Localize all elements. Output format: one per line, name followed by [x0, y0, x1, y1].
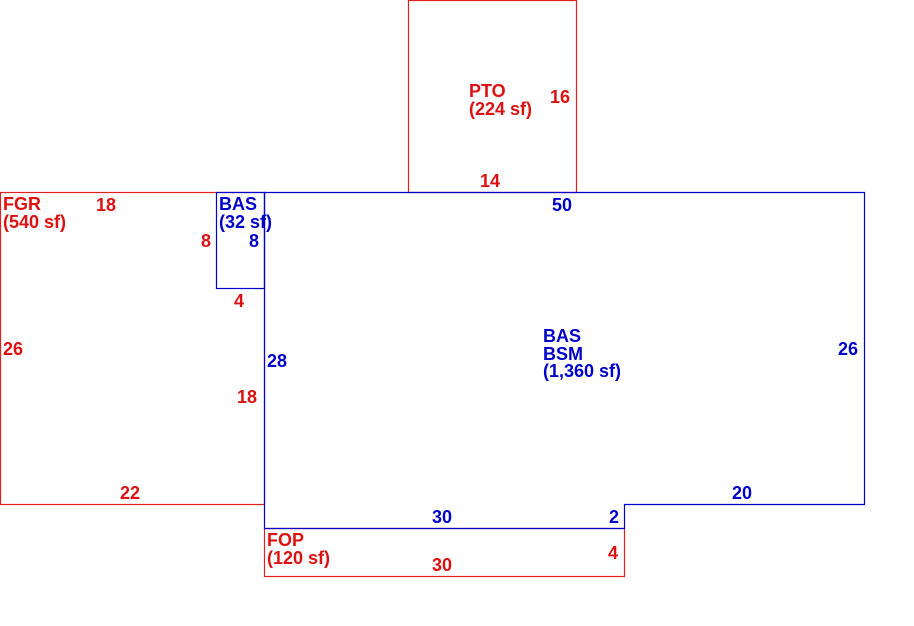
dim-bas-right: 26 [838, 339, 858, 359]
dim-fgr-inner-lower: 18 [237, 387, 257, 407]
dim-fgr-inner-left: 8 [201, 231, 211, 251]
dim-fgr-bottom: 22 [120, 483, 140, 503]
bas-small-area: (32 sf) [219, 212, 272, 232]
dim-fgr-left: 26 [3, 339, 23, 359]
dim-pto-bottom: 14 [480, 171, 500, 191]
fop-area: (120 sf) [267, 548, 330, 568]
dim-fgr-top: 18 [96, 195, 116, 215]
dim-bas-bottom-right: 20 [732, 483, 752, 503]
bas-main-code2: BSM [543, 344, 583, 364]
dim-bas-top: 50 [552, 195, 572, 215]
pto-area: (224 sf) [469, 99, 532, 119]
dim-bas-left: 28 [267, 351, 287, 371]
dim-fop-right: 4 [608, 543, 618, 563]
fgr-area: (540 sf) [3, 212, 66, 232]
bas-main-outline [263, 191, 866, 530]
bas-small-code: BAS [219, 194, 257, 214]
dim-fop-bottom: 30 [432, 555, 452, 575]
dim-bas-step: 2 [609, 507, 619, 527]
dim-bas-small-bottom: 4 [234, 291, 244, 311]
dim-bas-bottom: 30 [432, 507, 452, 527]
dim-pto-right: 16 [550, 87, 570, 107]
dim-bas-small-right: 8 [249, 231, 259, 251]
bas-main-area: (1,360 sf) [543, 361, 621, 381]
fgr-code: FGR [3, 194, 41, 214]
fgr-outline [0, 191, 266, 506]
fop-code: FOP [267, 530, 304, 550]
pto-code: PTO [469, 81, 506, 101]
bas-main-code: BAS [543, 326, 581, 346]
